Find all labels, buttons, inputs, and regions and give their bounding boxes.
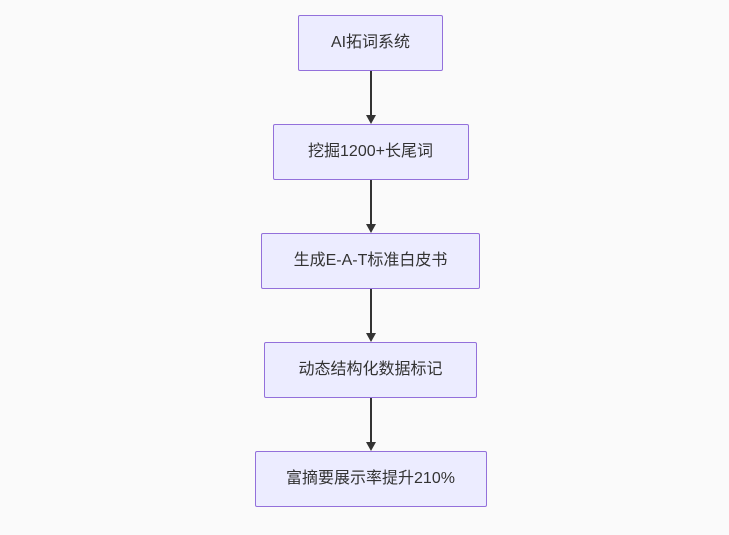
flow-node-ai-keyword-system: AI拓词系统 bbox=[298, 15, 443, 71]
arrow-shaft bbox=[369, 180, 372, 225]
flow-node-eat-whitepaper: 生成E-A-T标准白皮书 bbox=[261, 233, 480, 289]
node-label: 动态结构化数据标记 bbox=[298, 361, 443, 378]
arrow-head-icon bbox=[365, 224, 376, 233]
node-label: 生成E-A-T标准白皮书 bbox=[293, 252, 448, 269]
arrow-down-icon bbox=[365, 289, 376, 342]
arrow-head-icon bbox=[365, 442, 376, 451]
flow-node-structured-data: 动态结构化数据标记 bbox=[264, 342, 477, 398]
arrow-head-icon bbox=[365, 115, 376, 124]
node-label: 富摘要展示率提升210% bbox=[286, 470, 455, 487]
arrow-head-icon bbox=[365, 333, 376, 342]
arrow-down-icon bbox=[365, 71, 376, 124]
arrow-down-icon bbox=[365, 398, 376, 451]
arrow-shaft bbox=[369, 398, 372, 443]
flow-node-rich-snippet-result: 富摘要展示率提升210% bbox=[254, 451, 487, 507]
arrow-down-icon bbox=[365, 180, 376, 233]
flow-node-longtail-mining: 挖掘1200+长尾词 bbox=[272, 124, 469, 180]
flowchart-column: AI拓词系统 挖掘1200+长尾词 生成E-A-T标准白皮书 动态结构化数据标记 bbox=[6, 15, 729, 507]
node-label: 挖掘1200+长尾词 bbox=[308, 143, 433, 160]
arrow-shaft bbox=[369, 289, 372, 334]
arrow-shaft bbox=[369, 71, 372, 116]
node-label: AI拓词系统 bbox=[330, 34, 411, 51]
